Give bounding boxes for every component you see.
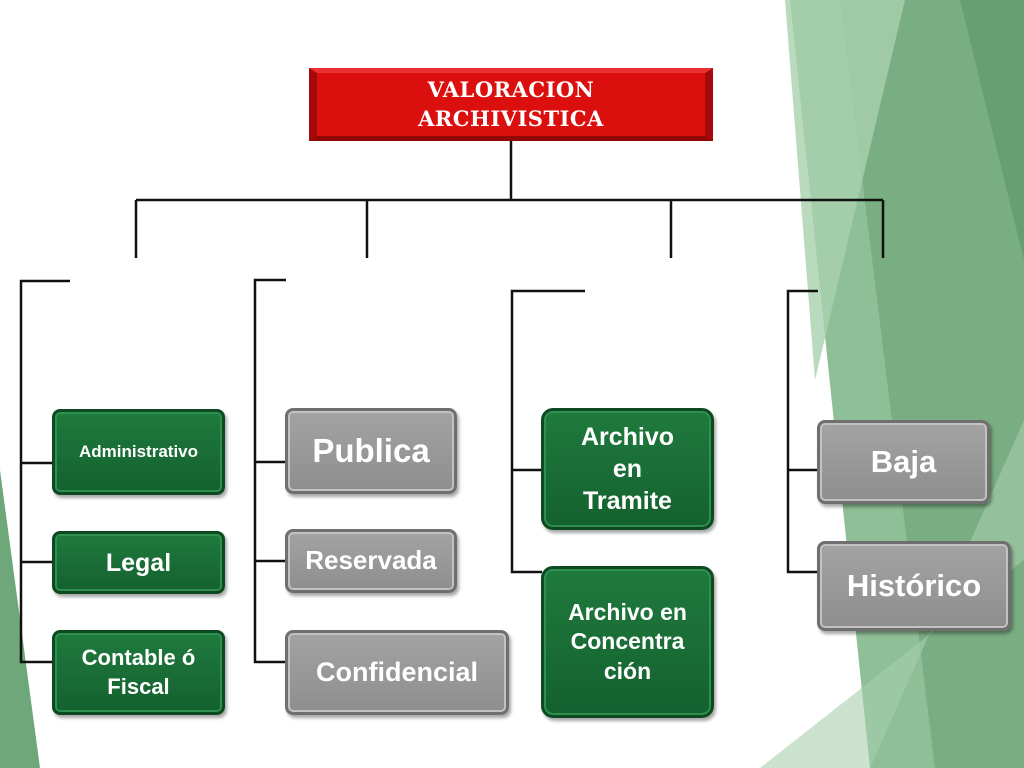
node-label: Reservada xyxy=(305,545,437,576)
node-label: Confidencial xyxy=(315,657,478,688)
node-label: Archivo en Concentra ción xyxy=(568,598,687,684)
node-historico: Histórico xyxy=(817,541,1011,631)
node-reservada: Reservada xyxy=(285,529,457,593)
node-label: Histórico xyxy=(846,568,982,604)
root-node: VALORACION ARCHIVISTICA xyxy=(309,68,713,141)
node-archivo-concentracion: Archivo en Concentra ción xyxy=(541,566,714,718)
node-legal: Legal xyxy=(52,531,225,594)
node-label: Archivo en Tramite xyxy=(580,423,675,515)
root-label: VALORACION ARCHIVISTICA xyxy=(418,77,604,131)
node-publica: Publica xyxy=(285,408,457,494)
node-contable-fiscal: Contable ó Fiscal xyxy=(52,630,225,715)
node-confidencial: Confidencial xyxy=(285,630,509,715)
node-label: Publica xyxy=(312,431,430,469)
node-label: Administrativo xyxy=(78,442,199,462)
node-label: Baja xyxy=(870,444,937,480)
node-label: Legal xyxy=(105,548,172,577)
node-baja: Baja xyxy=(817,420,990,504)
node-administrativo: Administrativo xyxy=(52,409,225,495)
node-label: Contable ó Fiscal xyxy=(81,645,196,699)
node-archivo-tramite: Archivo en Tramite xyxy=(541,408,714,530)
